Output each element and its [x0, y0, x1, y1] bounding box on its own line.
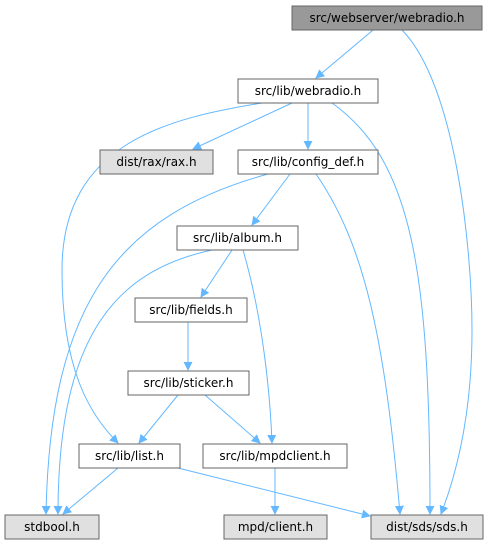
node-label: dist/rax/rax.h	[116, 155, 196, 169]
node-label: src/lib/mpdclient.h	[219, 449, 330, 463]
node-box	[4, 514, 100, 540]
edge-album-to-fields	[200, 249, 233, 298]
node-fields[interactable]: src/lib/fields.h	[134, 297, 248, 323]
node-label: src/lib/fields.h	[149, 303, 232, 317]
node-label: mpd/client.h	[238, 520, 313, 534]
node-label: src/webserver/webradio.h	[309, 11, 464, 25]
edge-lib-webradio-to-sds	[331, 102, 435, 515]
node-sds: dist/sds/sds.h	[370, 514, 484, 540]
node-label: src/lib/config_def.h	[252, 155, 364, 169]
node-list[interactable]: src/lib/list.h	[78, 443, 181, 469]
node-mpd-client: mpd/client.h	[223, 514, 328, 540]
node-box	[291, 5, 483, 31]
node-box	[127, 370, 250, 396]
edge-config-def-to-album	[251, 173, 291, 226]
edge-sticker-to-mpdclient	[204, 394, 261, 444]
edge-list-to-stdbool	[62, 467, 119, 515]
node-album[interactable]: src/lib/album.h	[176, 225, 299, 251]
node-sticker[interactable]: src/lib/sticker.h	[127, 370, 250, 396]
edge-webserver-webradio-to-lib-webradio	[315, 29, 374, 79]
node-webserver-webradio: src/webserver/webradio.h	[291, 5, 483, 31]
node-box	[370, 514, 484, 540]
node-layer: src/webserver/webradio.h src/lib/webradio…	[4, 5, 484, 540]
node-rax: dist/rax/rax.h	[99, 149, 214, 175]
node-box	[223, 514, 328, 540]
node-label: src/lib/webradio.h	[255, 84, 362, 98]
node-box	[176, 225, 299, 251]
node-box	[237, 78, 379, 104]
node-box	[99, 149, 214, 175]
node-box	[237, 149, 379, 175]
node-label: dist/sds/sds.h	[386, 520, 468, 534]
edge-album-to-stdbool	[53, 249, 213, 515]
edge-album-to-mpdclient	[242, 249, 277, 444]
edge-webserver-webradio-to-sds	[401, 29, 473, 515]
node-stdbool: stdbool.h	[4, 514, 100, 540]
node-label: stdbool.h	[24, 520, 80, 534]
node-config-def[interactable]: src/lib/config_def.h	[237, 149, 379, 175]
node-lib-webradio[interactable]: src/lib/webradio.h	[237, 78, 379, 104]
edge-lib-webradio-to-list	[61, 102, 263, 444]
edge-sticker-to-list	[138, 394, 179, 444]
edge-list-to-sds	[177, 467, 371, 519]
node-label: src/lib/list.h	[95, 449, 164, 463]
node-label: src/lib/sticker.h	[144, 376, 234, 390]
edge-config-def-to-sds	[315, 173, 404, 515]
edge-lib-webradio-to-rax	[192, 102, 293, 150]
edge-config-def-to-stdbool	[41, 173, 269, 515]
node-box	[202, 443, 348, 469]
node-mpdclient[interactable]: src/lib/mpdclient.h	[202, 443, 348, 469]
edge-layer	[41, 29, 473, 519]
node-box	[78, 443, 181, 469]
node-label: src/lib/album.h	[193, 231, 282, 245]
node-box	[134, 297, 248, 323]
